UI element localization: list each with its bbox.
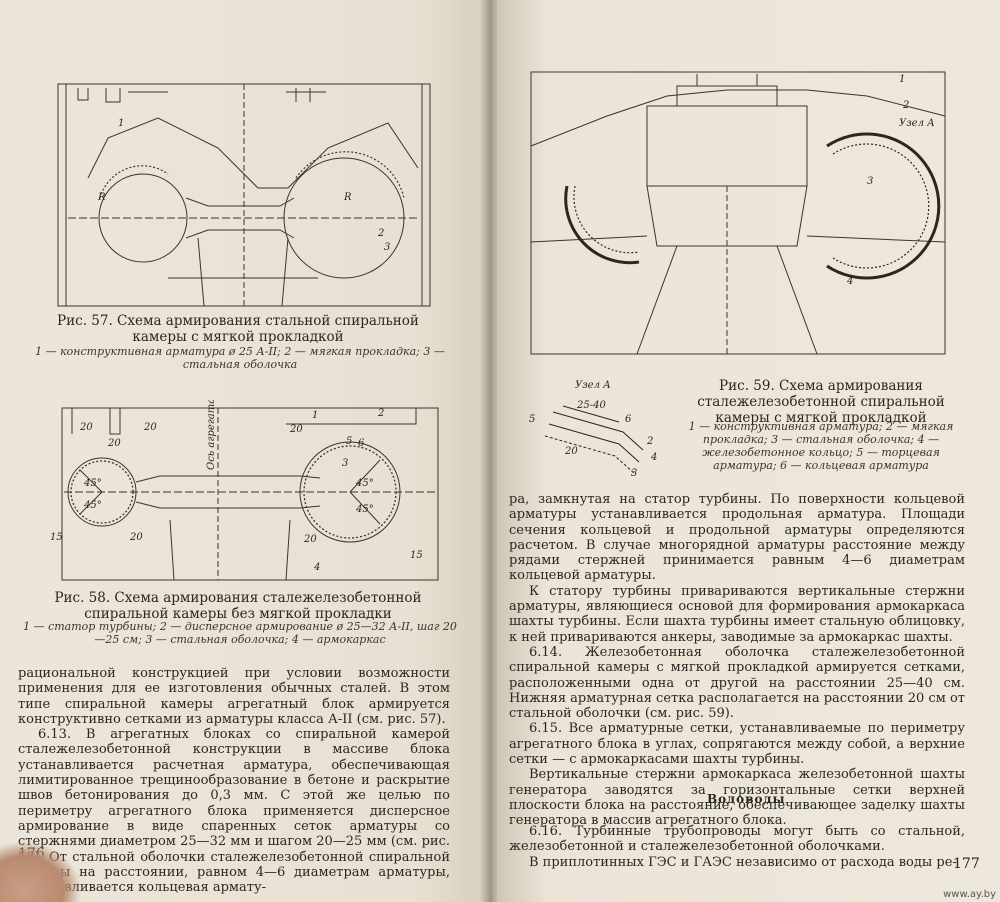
- figure-57: 1 2 3 R R: [48, 78, 444, 313]
- left-page-body: рациональной конструкцией при условии во…: [18, 666, 450, 895]
- figure-58: 20 20 15 20 20 15 45° 45° 45° 45° Ось аг…: [50, 400, 450, 585]
- detail-a-label-3: 3: [631, 468, 637, 479]
- figure-58-legend: 1 — статор турбины; 2 — дисперсное армир…: [23, 620, 457, 646]
- fig58-angle-3: 45°: [355, 478, 374, 489]
- fig58-dim-5: 20: [303, 534, 317, 545]
- fig59-node-a: Узел А: [899, 118, 935, 129]
- figure-58-caption: Рис. 58. Схема армирования сталежелезобе…: [54, 590, 422, 622]
- fig59-label-1: 1: [899, 74, 905, 85]
- detail-a: Узел А 25-40 5 6 2 20 4 3: [513, 372, 663, 482]
- fig58-axis-label: Ось агрегата: [206, 400, 217, 470]
- figure-59-legend: 1 — конструктивная арматура; 2 — мягкая …: [688, 420, 954, 472]
- detail-a-drawing: Узел А 25-40 5 6 2 20 4 3: [529, 380, 657, 479]
- fig57-label-r-right: R: [343, 192, 352, 203]
- right-page-body-after: 6.16. Турбинные трубопроводы могут быть …: [509, 824, 965, 870]
- fig58-dim-2: 20: [143, 422, 157, 433]
- fig58-label-1: 1: [312, 410, 318, 421]
- fig58-label-2: 2: [377, 408, 384, 419]
- fig58-dim-1: 20: [79, 422, 93, 433]
- thumb-shadow: [0, 842, 80, 902]
- fig58-label-6: 6: [358, 438, 365, 449]
- figure-59: 1 2 Узел А 3 4: [527, 66, 947, 356]
- fig58-dim-8: 20: [107, 438, 121, 449]
- fig57-label-1: 1: [118, 118, 124, 129]
- detail-a-label-2: 2: [646, 436, 653, 447]
- fig59-label-4: 4: [846, 276, 853, 287]
- paragraph: 6.13. В агрегатных блоках со спиральной …: [18, 727, 450, 896]
- left-page: 1 2 3 R R Рис. 57. Схема армирования ста…: [0, 0, 486, 902]
- fig58-angle-4: 45°: [355, 504, 374, 515]
- paragraph: 6.15. Все арматурные сетки, устанавливае…: [509, 721, 965, 768]
- paragraph: Вертикальные стержни армокаркаса железоб…: [509, 767, 965, 829]
- paragraph: 6.14. Железобетонная оболочка сталежелез…: [509, 644, 965, 722]
- paragraph: рациональной конструкцией при условии во…: [18, 666, 450, 727]
- fig58-angle-1: 45°: [83, 478, 102, 489]
- figure-58-drawing: 20 20 15 20 20 15 45° 45° 45° 45° Ось аг…: [50, 400, 439, 581]
- fig58-dim-4: 20: [129, 532, 143, 543]
- right-page: 1 2 Узел А 3 4 Узел А 25-40 5 6 2 20 4 3…: [497, 0, 1000, 902]
- fig58-dim-3: 15: [50, 532, 63, 543]
- detail-a-title: Узел А: [575, 380, 611, 391]
- fig58-label-3: 3: [342, 458, 348, 469]
- figure-57-drawing: 1 2 3 R R: [57, 83, 431, 307]
- section-heading: Водоводы: [707, 792, 786, 806]
- paragraph: 6.16. Турбинные трубопроводы могут быть …: [509, 824, 965, 855]
- figure-59-drawing: 1 2 Узел А 3 4: [530, 71, 946, 355]
- detail-a-label-6: 6: [625, 414, 632, 425]
- paragraph: ра, замкнутая на статор турбины. По пове…: [509, 492, 965, 584]
- fig58-dim-7: 20: [289, 424, 303, 435]
- paragraph: В приплотинных ГЭС и ГАЭС независимо от …: [529, 854, 957, 870]
- fig58-angle-2: 45°: [83, 500, 102, 511]
- fig57-label-r-left: R: [97, 192, 106, 203]
- fig58-dim-6: 15: [410, 550, 423, 561]
- figure-57-caption: Рис. 57. Схема армирования стальной спир…: [57, 313, 419, 345]
- detail-a-label-4: 4: [650, 452, 657, 463]
- fig58-label-4: 4: [313, 562, 320, 573]
- detail-a-label-5: 5: [529, 414, 535, 425]
- figure-59-caption: Рис. 59. Схема армирования сталежелезобе…: [697, 378, 945, 426]
- fig57-label-2: 2: [377, 228, 384, 239]
- right-page-body: ра, замкнутая на статор турбины. По пове…: [509, 492, 965, 829]
- figure-57-legend: 1 — конструктивная арматура ø 25 А-II; 2…: [35, 345, 445, 371]
- page-number-right: 177: [953, 856, 980, 872]
- detail-a-label-20: 20: [564, 446, 578, 457]
- paragraph: К статору турбины привариваются вертикал…: [509, 583, 965, 645]
- fig59-label-3: 3: [867, 176, 873, 187]
- fig59-label-2: 2: [902, 100, 909, 111]
- detail-a-label-dim: 25-40: [576, 400, 606, 411]
- fig58-label-5: 5: [346, 436, 352, 447]
- watermark: www.ay.by: [943, 889, 996, 900]
- fig57-label-3: 3: [384, 242, 390, 253]
